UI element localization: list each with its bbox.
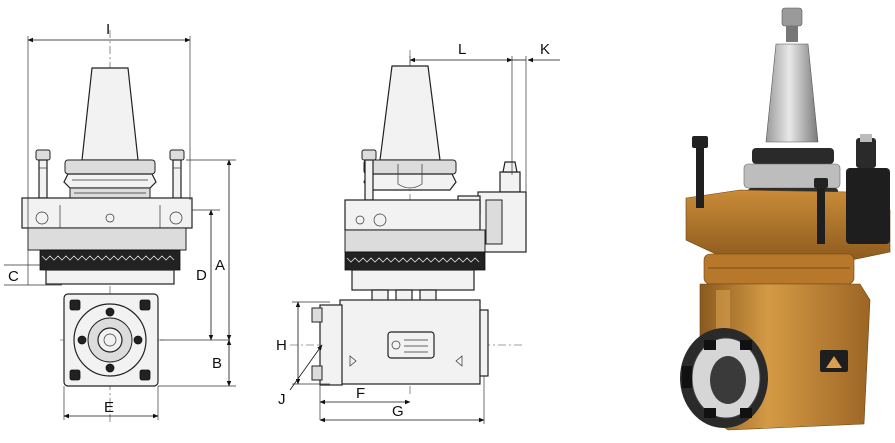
side-flange-ring — [363, 173, 457, 191]
front-flange-ring — [63, 173, 157, 189]
side-main-block — [344, 199, 481, 231]
front-neck — [45, 269, 175, 285]
side-nameplate — [387, 331, 435, 359]
dim-label-g: G — [392, 403, 404, 420]
side-view: L K H J F G — [276, 41, 560, 424]
front-pin-left — [35, 149, 51, 199]
dim-label-f: F — [356, 385, 365, 402]
side-flange-top — [363, 159, 457, 175]
front-lower-block — [27, 227, 187, 251]
front-pin-right — [169, 149, 185, 199]
side-output-flange — [319, 304, 343, 386]
dim-label-k: K — [540, 41, 550, 58]
dim-label-h: H — [276, 337, 287, 354]
dim-label-i: I — [106, 21, 110, 38]
dim-label-l: L — [458, 41, 466, 58]
front-taper-cone — [81, 67, 139, 161]
front-view: I C D A B E — [4, 21, 236, 425]
side-lower-block — [344, 229, 486, 253]
front-main-block — [21, 197, 193, 229]
dim-label-d: D — [196, 267, 207, 284]
product-render — [680, 7, 891, 431]
dim-label-a: A — [215, 257, 225, 274]
front-flange-top — [64, 159, 156, 175]
leader-j — [289, 344, 323, 391]
dim-label-e: E — [104, 399, 114, 416]
side-taper-cone — [379, 65, 441, 161]
dim-label-b: B — [212, 355, 222, 372]
dim-label-j: J — [278, 391, 286, 408]
dim-label-c: C — [8, 268, 19, 285]
